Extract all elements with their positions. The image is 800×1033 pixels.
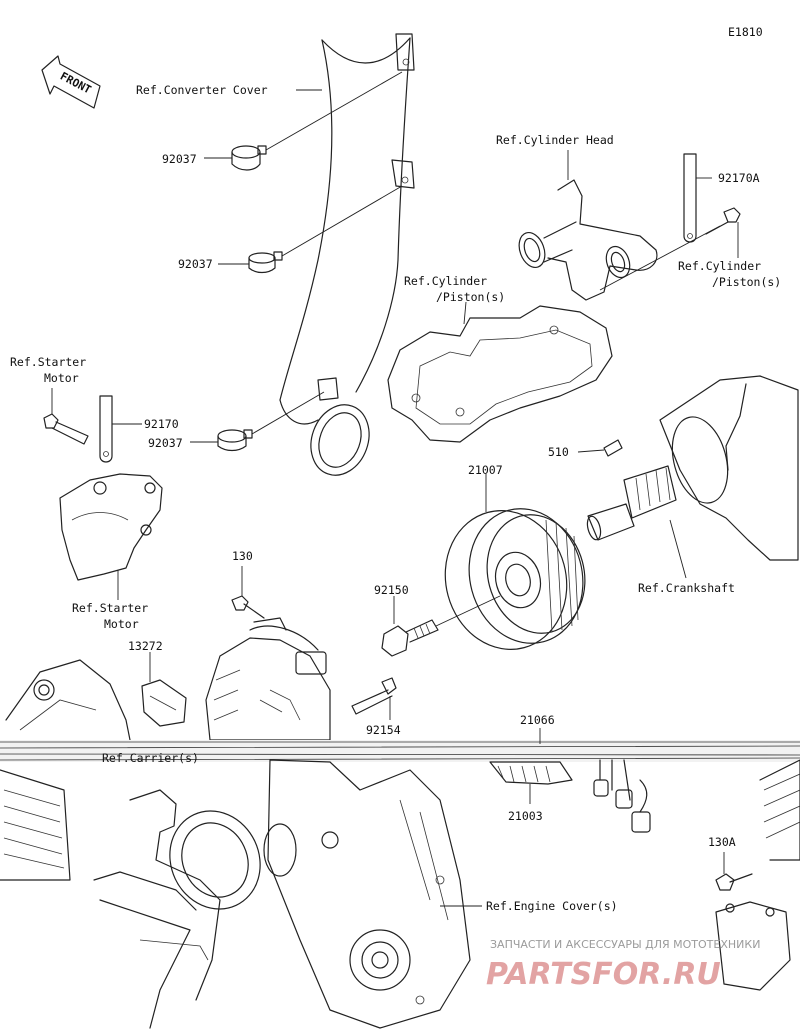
- bolt-92150: [381, 619, 439, 657]
- label-ref-cyl-piston-r1: Ref.Cylinder: [678, 259, 761, 273]
- label-21007: 21007: [468, 463, 503, 477]
- label-ref-carrier: Ref.Carrier(s): [102, 751, 199, 765]
- grommet-13272: [141, 679, 187, 727]
- label-92037-b: 92037: [178, 257, 213, 271]
- label-ref-starter-motor-t2: Motor: [44, 371, 79, 385]
- bolt-130A: [715, 873, 753, 891]
- label-ref-starter-motor-b2: Motor: [104, 617, 139, 631]
- label-ref-converter-cover: Ref.Converter Cover: [136, 83, 268, 97]
- clamp-92037-bottom: [217, 429, 253, 452]
- flywheel-rotor-21007: [444, 508, 586, 650]
- label-130: 130: [232, 549, 253, 563]
- engine-cover: [263, 759, 471, 1029]
- right-bracket: [715, 901, 791, 991]
- crankshaft: [586, 375, 799, 561]
- carrier-frame: [93, 789, 261, 1029]
- label-130A: 130A: [708, 835, 736, 849]
- cylinder-cover-plate: [387, 305, 613, 443]
- label-92170A: 92170A: [718, 171, 760, 185]
- clamp-92037-top: [231, 145, 267, 171]
- scan-band: [0, 740, 800, 762]
- clamp-92037-mid: [248, 251, 283, 274]
- diagram-code: E1810: [728, 25, 763, 39]
- stator-assembly: [205, 617, 331, 741]
- label-92154: 92154: [366, 723, 401, 737]
- stator-coil-21003: [489, 761, 573, 785]
- label-ref-cyl-piston-r2: /Piston(s): [712, 275, 781, 289]
- wire-connectors: [593, 759, 651, 833]
- key-510: [603, 439, 623, 457]
- left-engine-fragment: [5, 659, 131, 741]
- label-ref-crankshaft: Ref.Crankshaft: [638, 581, 735, 595]
- label-ref-engine-cover: Ref.Engine Cover(s): [486, 899, 618, 913]
- bolt-92154: [351, 677, 397, 715]
- strap-92170A: [683, 153, 697, 243]
- bolt-130: [231, 595, 265, 619]
- front-arrow-icon: FRONT: [41, 55, 101, 109]
- watermark-logo: PARTSFOR.RU: [486, 957, 721, 992]
- label-92037-c: 92037: [148, 436, 183, 450]
- label-ref-cylinder-head: Ref.Cylinder Head: [496, 133, 614, 147]
- bolt-right-upper: [705, 207, 741, 235]
- converter-cover-outline: [279, 33, 415, 476]
- label-13272: 13272: [128, 639, 163, 653]
- label-92037-a: 92037: [162, 152, 197, 166]
- label-ref-cyl-piston-l1: Ref.Cylinder: [404, 274, 487, 288]
- watermark-tagline: ЗАПЧАСТИ И АКСЕССУАРЫ ДЛЯ МОТОТЕХНИКИ: [490, 938, 760, 951]
- front-label: FRONT: [58, 70, 94, 97]
- label-21003: 21003: [508, 809, 543, 823]
- cylinder-fins-left: [0, 769, 71, 881]
- starter-motor-housing: [59, 473, 163, 581]
- label-92170: 92170: [144, 417, 179, 431]
- label-510: 510: [548, 445, 569, 459]
- cylinder-head-intake: [518, 179, 658, 301]
- label-ref-cyl-piston-l2: /Piston(s): [436, 290, 505, 304]
- label-ref-starter-motor-b1: Ref.Starter: [72, 601, 148, 615]
- strap-92170: [99, 395, 113, 463]
- cylinder-fins-right: [759, 759, 800, 861]
- label-21066: 21066: [520, 713, 555, 727]
- label-92150: 92150: [374, 583, 409, 597]
- bolt-starter-upper: [43, 413, 89, 445]
- label-ref-starter-motor-t1: Ref.Starter: [10, 355, 86, 369]
